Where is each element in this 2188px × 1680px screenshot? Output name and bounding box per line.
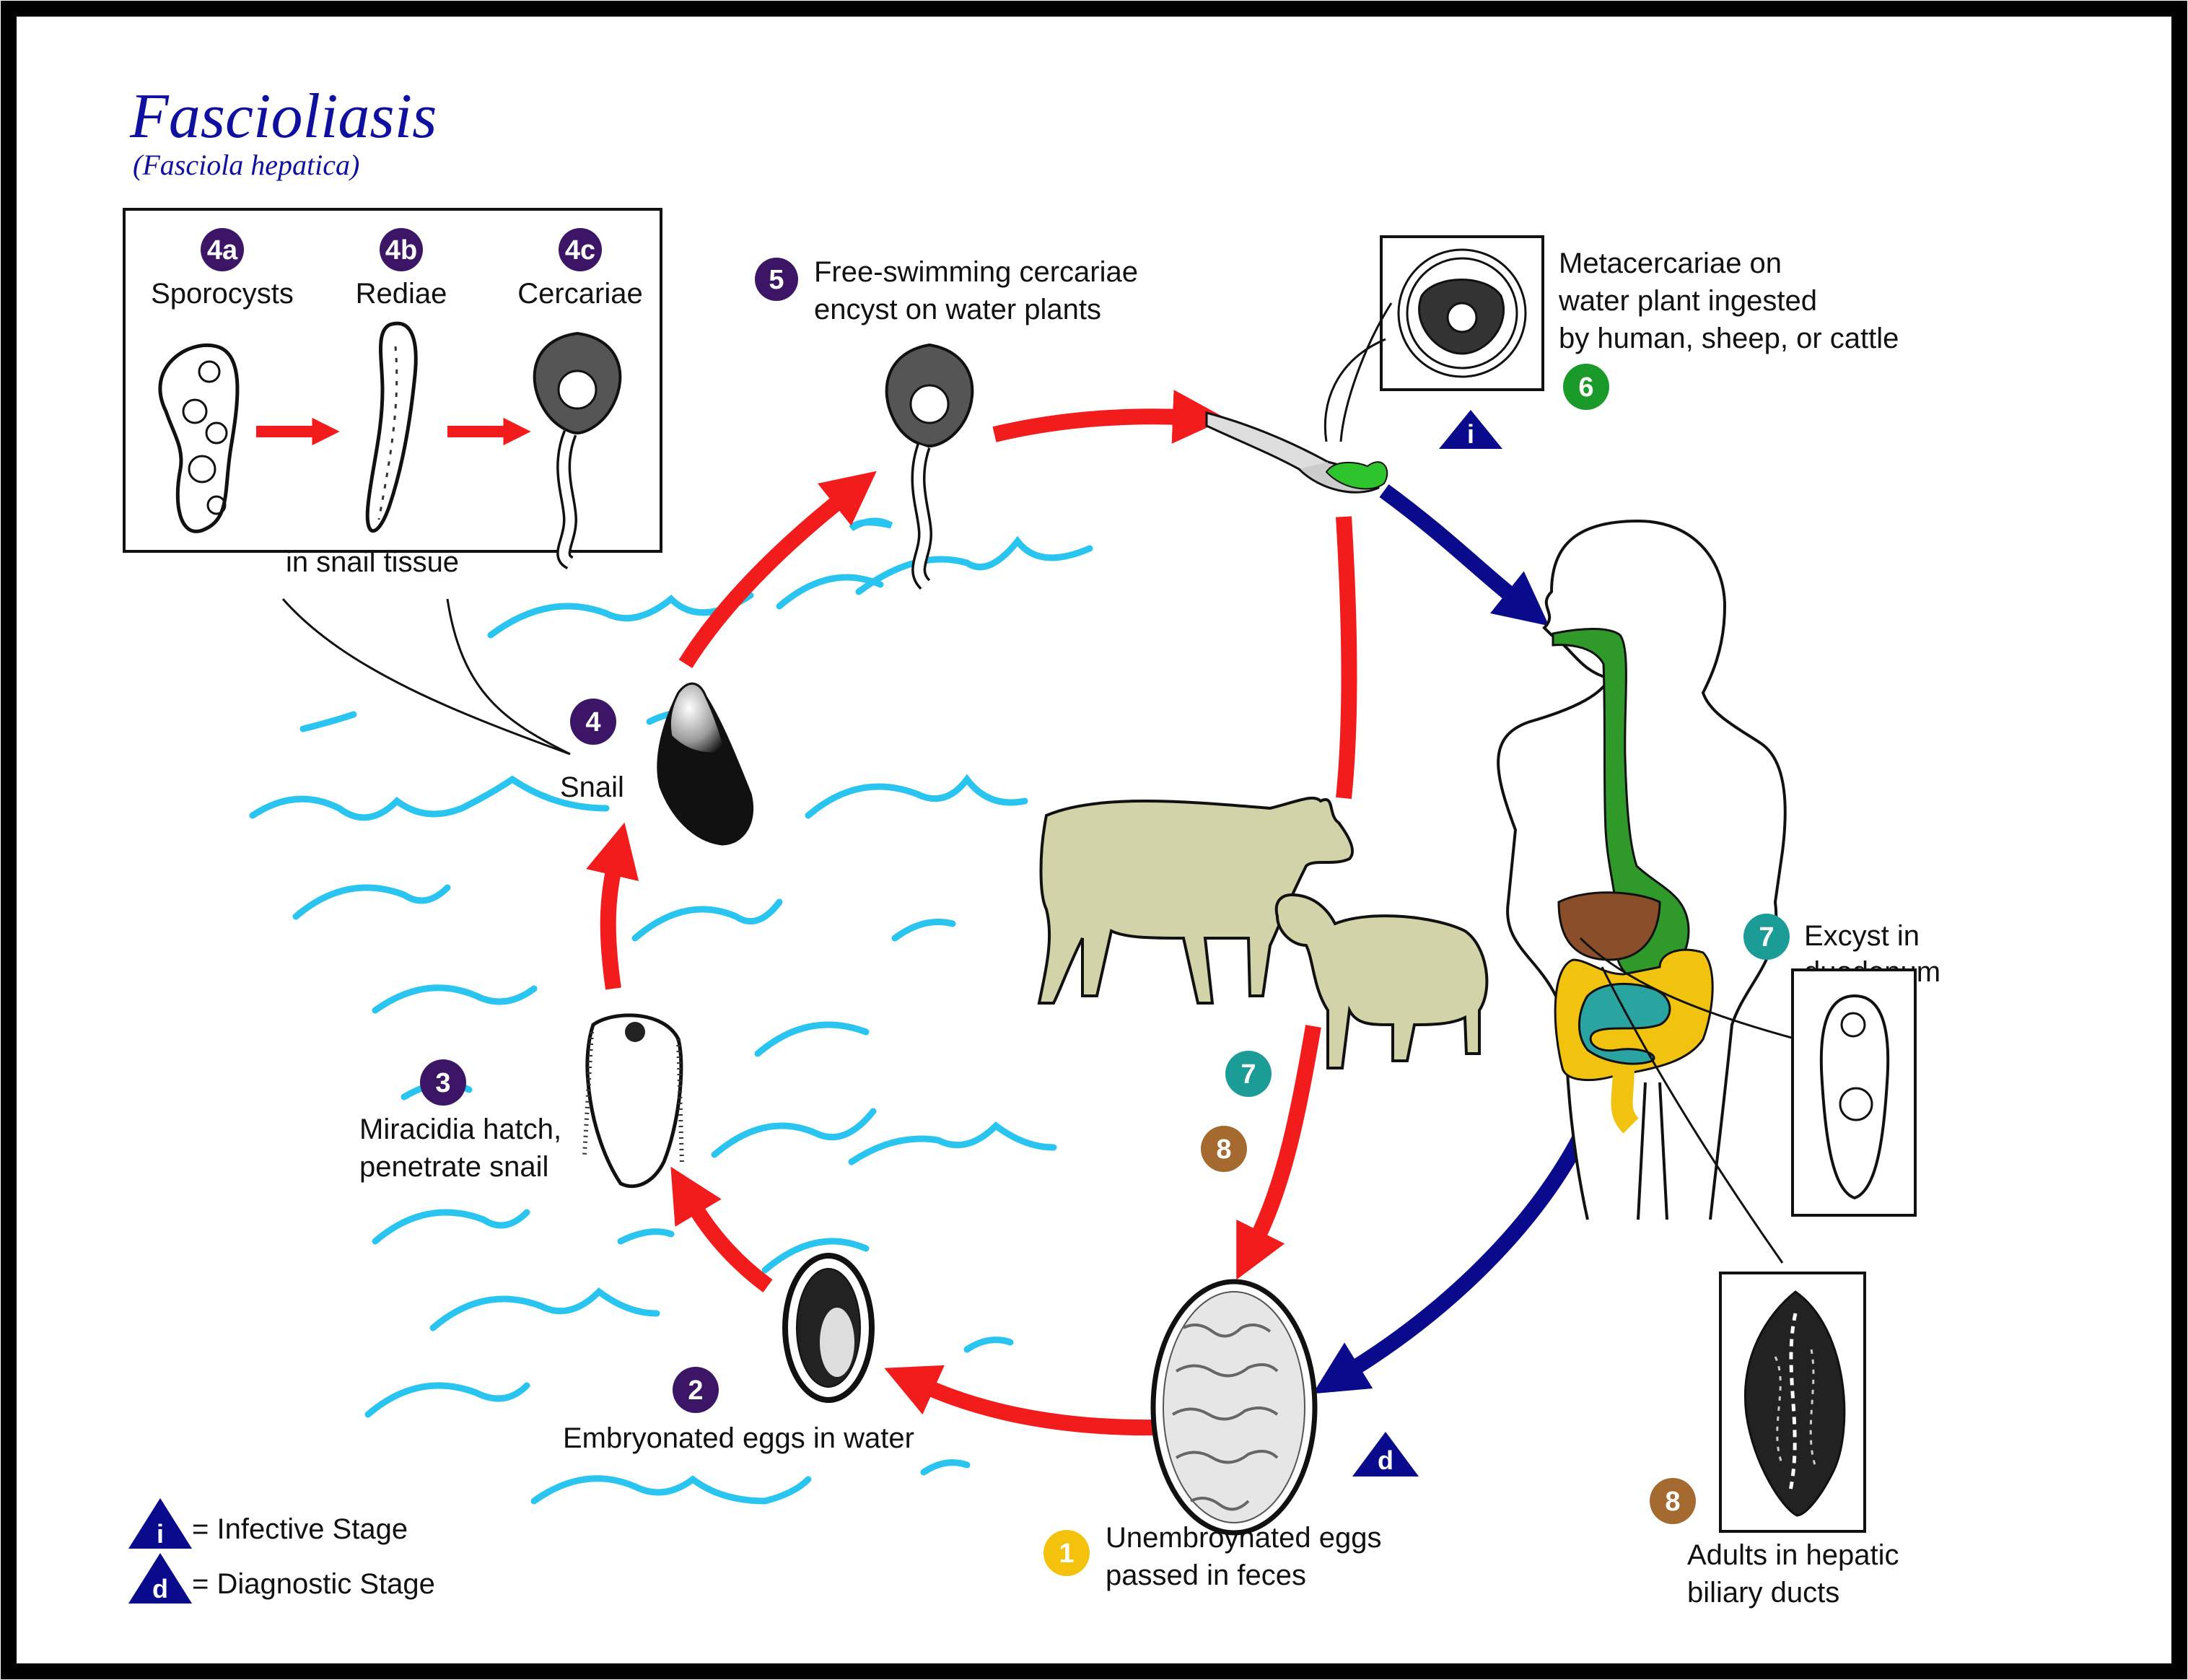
- biliary-pointer-line: [1601, 966, 1784, 1264]
- step-5-label-line2: encyst on water plants: [814, 294, 1101, 325]
- diagnostic-marker: [1352, 1432, 1419, 1476]
- inset-cercaria-drawing: [533, 331, 622, 569]
- arrow-human-to-eggs: [1313, 1122, 1593, 1394]
- step-3-label-line1: Miracidia hatch,: [359, 1114, 561, 1145]
- step-8-badge-text: 8: [1665, 1487, 1680, 1517]
- animal-step-8-badge-text: 8: [1216, 1134, 1231, 1165]
- step-6-label-line2: water plant ingested: [1558, 285, 1817, 317]
- step-6-label-line3: by human, sheep, or cattle: [1559, 323, 1899, 354]
- step-4-badge-text: 4: [585, 707, 600, 738]
- step-7-badge-text: 7: [1759, 922, 1774, 953]
- infective-marker: [1439, 410, 1502, 449]
- arrow-cercariae-to-plant: [992, 390, 1227, 444]
- stage-badge-4b: [380, 228, 423, 271]
- sheep-silhouette: [1274, 893, 1489, 1069]
- rediae-label: Rediae: [356, 278, 447, 310]
- spoon-with-water-plant: [1205, 411, 1388, 494]
- step-3-label-line2: penetrate snail: [359, 1151, 548, 1183]
- inset-caption: in snail tissue: [286, 546, 459, 578]
- step-1-badge: [1043, 1530, 1090, 1576]
- step-5-badge-text: 5: [769, 265, 784, 295]
- step-2-badge: [673, 1367, 719, 1413]
- legend: i = Infective Stage d = Diagnostic Stage: [128, 1498, 435, 1604]
- legend-infective-icon: [128, 1498, 192, 1549]
- step-6-badge: [1563, 364, 1609, 410]
- step-8-badge: [1650, 1478, 1696, 1524]
- snail-drawing: [657, 683, 754, 846]
- embryonated-egg-drawing: [782, 1253, 875, 1403]
- step-5-badge: [755, 258, 798, 301]
- inset-pointer-lines: [281, 598, 571, 756]
- stage-badge-4c: [559, 228, 602, 271]
- adult-fluke-drawing: [1744, 1290, 1846, 1517]
- sporocysts-label: Sporocysts: [151, 278, 294, 310]
- step-7-badge: [1743, 914, 1790, 960]
- step-5-label-line1: Free-swimming cercariae: [814, 256, 1138, 288]
- legend-infective-icon-text: i: [157, 1519, 164, 1549]
- step-3-badge-text: 3: [435, 1068, 450, 1098]
- step-7-label-line1: Excyst in: [1804, 920, 1920, 952]
- cow-silhouette: [1037, 796, 1354, 1005]
- step-2-badge-text: 2: [688, 1375, 703, 1406]
- miracidium-drawing: [582, 1013, 684, 1189]
- stage-badge-4a: [201, 228, 244, 271]
- step-6-label-line1: Metacercariae on: [1559, 248, 1782, 279]
- arrow-plant-to-human: [1379, 484, 1549, 626]
- step-1-label-line2: passed in feces: [1106, 1559, 1306, 1591]
- step-3-badge: [420, 1059, 466, 1106]
- rediae-drawing: [365, 321, 418, 533]
- animal-step-7-badge-text: 7: [1240, 1059, 1256, 1090]
- legend-diagnostic-label: = Diagnostic Stage: [192, 1568, 435, 1600]
- legend-diagnostic-icon-text: d: [152, 1574, 168, 1604]
- diagram-subtitle: (Fasciola hepatica): [133, 149, 359, 181]
- step-4-label: Snail: [560, 771, 624, 803]
- stage-badge-4a-text: 4a: [207, 235, 238, 266]
- arrow-eggs-to-embryonated: [884, 1365, 1161, 1436]
- arrow-miracidia-to-snail: [586, 822, 639, 990]
- legend-diagnostic-icon: [128, 1553, 192, 1604]
- step-1-label-line1: Unembroynated eggs: [1106, 1522, 1381, 1554]
- arrow-animals-to-eggs: [1236, 1025, 1321, 1280]
- step-1-badge-text: 1: [1059, 1539, 1074, 1569]
- sporocyst-drawing: [158, 344, 240, 533]
- animal-step-8-badge: [1201, 1126, 1247, 1172]
- metacercaria-drawing: [1397, 248, 1527, 378]
- infective-marker-text: i: [1467, 419, 1474, 449]
- duodenum-pointer-line: [1579, 937, 1798, 1041]
- diagnostic-marker-text: d: [1378, 1445, 1393, 1475]
- cercariae-label: Cercariae: [517, 278, 642, 310]
- arrow-plant-to-animals: [1336, 516, 1357, 800]
- metacercaria-pointer-lines: [1323, 302, 1393, 442]
- snail-tissue-inset: 4a Sporocysts 4b Rediae 4c Cercariae: [123, 208, 662, 578]
- unembryonated-egg-drawing: [1150, 1279, 1318, 1536]
- stage-badge-4c-text: 4c: [565, 235, 595, 266]
- diagram-title: Fascioliasis: [129, 82, 437, 152]
- legend-infective-label: = Infective Stage: [192, 1513, 408, 1545]
- step-8-label-line1: Adults in hepatic: [1687, 1539, 1899, 1571]
- step-8-label-line2: biliary ducts: [1687, 1577, 1839, 1609]
- arrow-embryonated-to-miracidia: [670, 1166, 773, 1292]
- step-2-label: Embryonated eggs in water: [563, 1422, 914, 1454]
- step-4-badge: [570, 699, 616, 745]
- human-figure: [1497, 519, 1787, 1220]
- step-6-badge-text: 6: [1578, 372, 1593, 403]
- animal-step-7-badge: [1225, 1051, 1272, 1097]
- excysted-juvenile-drawing: [1819, 994, 1890, 1200]
- free-swimming-cercaria: [885, 343, 974, 590]
- arrow-snail-to-cercariae: [678, 471, 877, 668]
- stage-badge-4b-text: 4b: [385, 235, 417, 266]
